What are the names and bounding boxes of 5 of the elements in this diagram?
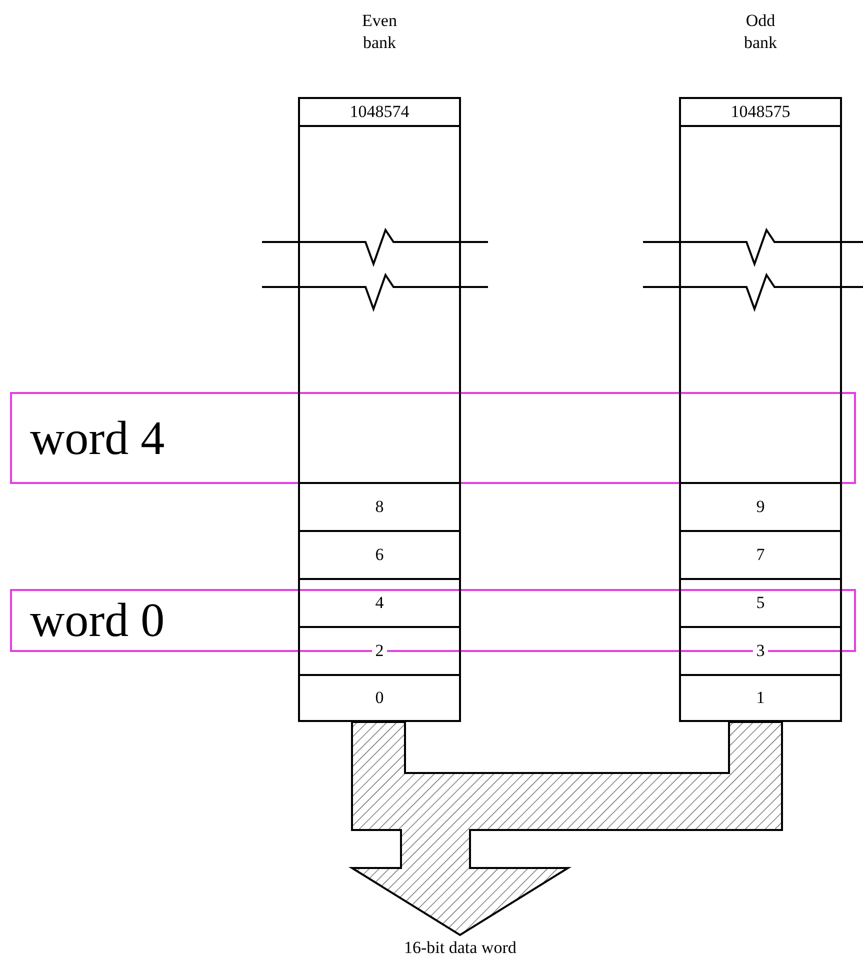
data-bus-arrow bbox=[348, 721, 783, 936]
bank-heading: Even bank bbox=[361, 10, 398, 54]
word-highlight-box: word 4 bbox=[10, 392, 856, 484]
bus-caption: 16-bit data word bbox=[404, 938, 516, 954]
bank-heading: Odd bank bbox=[742, 10, 778, 54]
